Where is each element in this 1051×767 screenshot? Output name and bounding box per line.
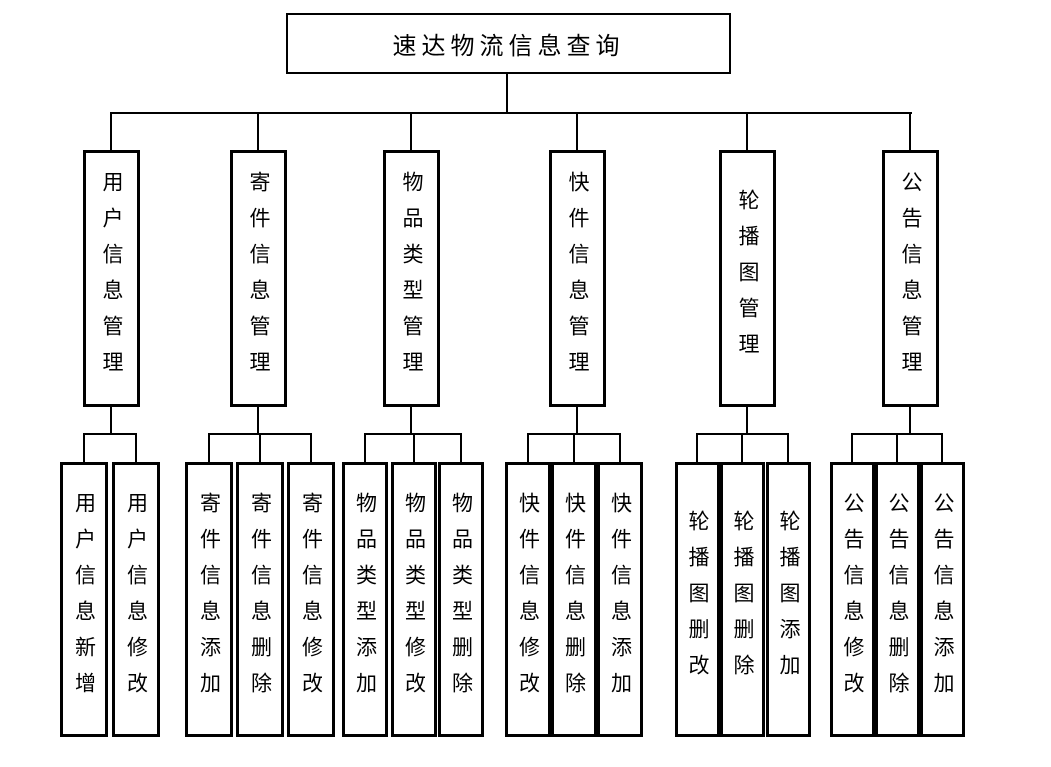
leaf-box-carousel-delete: 轮播图删除: [720, 462, 765, 737]
connector-group6-stem: [909, 112, 911, 150]
leaf-label: 公告信息添加: [931, 491, 955, 708]
connector-group5-stem: [746, 112, 748, 150]
leaf-box-express-info-add: 快件信息添加: [597, 462, 643, 737]
leaf-label: 轮播图添加: [777, 509, 801, 690]
leaf-label: 物品类型修改: [402, 491, 427, 708]
leaf-label: 用户信息新增: [72, 491, 97, 708]
leaf-box-user-info-modify: 用户信息修改: [112, 462, 160, 737]
leaf-label: 快件信息修改: [516, 491, 541, 708]
connector-child-stub: [696, 433, 698, 462]
connector-child-stub: [413, 433, 415, 462]
connector-child-stub: [460, 433, 462, 462]
group-label: 用户信息管理: [100, 170, 124, 387]
group-box-carousel-management: 轮播图管理: [719, 150, 776, 407]
group-label: 公告信息管理: [899, 170, 923, 387]
connector-child-stub: [364, 433, 366, 462]
group-label: 物品类型管理: [400, 170, 424, 387]
connector-group2-stem: [257, 112, 259, 150]
connector-group1-child-stem: [110, 407, 112, 435]
connector-child-stub: [896, 433, 898, 462]
leaf-box-item-type-modify: 物品类型修改: [391, 462, 437, 737]
leaf-box-shipment-info-add: 寄件信息添加: [185, 462, 233, 737]
leaf-label: 轮播图删除: [731, 509, 755, 690]
group-label: 寄件信息管理: [247, 170, 271, 387]
group-box-announcement-info-management: 公告信息管理: [882, 150, 939, 407]
connector-child-stub: [851, 433, 853, 462]
connector-child-stub: [310, 433, 312, 462]
group-label: 轮播图管理: [736, 188, 760, 369]
leaf-label: 公告信息删除: [886, 491, 910, 708]
leaf-label: 寄件信息添加: [197, 491, 222, 708]
connector-child-stub: [83, 433, 85, 462]
connector-child-stub: [527, 433, 529, 462]
connector-child-stub: [573, 433, 575, 462]
connector-group3-stem: [410, 112, 412, 150]
connector-child-stub: [941, 433, 943, 462]
leaf-label: 快件信息添加: [608, 491, 633, 708]
connector-child-stub: [619, 433, 621, 462]
leaf-label: 公告信息修改: [841, 491, 865, 708]
connector-group4-child-stem: [576, 407, 578, 435]
connector-group1-stem: [110, 112, 112, 150]
leaf-box-user-info-add: 用户信息新增: [60, 462, 108, 737]
connector-group5-child-stem: [746, 407, 748, 435]
leaf-label: 用户信息修改: [124, 491, 149, 708]
leaf-box-shipment-info-delete: 寄件信息删除: [236, 462, 284, 737]
leaf-box-carousel-delete-modify: 轮播图删改: [675, 462, 720, 737]
leaf-label: 寄件信息删除: [248, 491, 273, 708]
connector-child-stub: [787, 433, 789, 462]
group-box-shipment-info-management: 寄件信息管理: [230, 150, 287, 407]
leaf-box-announcement-info-modify: 公告信息修改: [830, 462, 875, 737]
root-label: 速达物流信息查询: [392, 34, 625, 60]
leaf-box-carousel-add: 轮播图添加: [766, 462, 811, 737]
group-box-item-type-management: 物品类型管理: [383, 150, 440, 407]
leaf-box-item-type-delete: 物品类型删除: [438, 462, 484, 737]
leaf-label: 物品类型删除: [449, 491, 474, 708]
group-label: 快件信息管理: [566, 170, 590, 387]
group-box-user-info-management: 用户信息管理: [83, 150, 140, 407]
connector-level1-bar: [111, 112, 912, 114]
connector-child-stub: [259, 433, 261, 462]
leaf-label: 寄件信息修改: [299, 491, 324, 708]
leaf-label: 物品类型添加: [353, 491, 378, 708]
leaf-label: 快件信息删除: [562, 491, 587, 708]
connector-child-stub: [135, 433, 137, 462]
leaf-box-item-type-add: 物品类型添加: [342, 462, 388, 737]
leaf-box-announcement-info-add: 公告信息添加: [920, 462, 965, 737]
leaf-label: 轮播图删改: [686, 509, 710, 690]
leaf-box-shipment-info-modify: 寄件信息修改: [287, 462, 335, 737]
connector-group1-bar: [84, 433, 137, 435]
leaf-box-announcement-info-delete: 公告信息删除: [875, 462, 920, 737]
connector-group6-child-stem: [909, 407, 911, 435]
connector-root-stem: [506, 74, 508, 114]
connector-child-stub: [208, 433, 210, 462]
connector-group4-stem: [576, 112, 578, 150]
connector-child-stub: [741, 433, 743, 462]
leaf-box-express-info-delete: 快件信息删除: [551, 462, 597, 737]
group-box-express-info-management: 快件信息管理: [549, 150, 606, 407]
leaf-box-express-info-modify: 快件信息修改: [505, 462, 551, 737]
connector-group2-child-stem: [257, 407, 259, 435]
root-box: 速达物流信息查询: [286, 13, 731, 74]
connector-group3-child-stem: [410, 407, 412, 435]
